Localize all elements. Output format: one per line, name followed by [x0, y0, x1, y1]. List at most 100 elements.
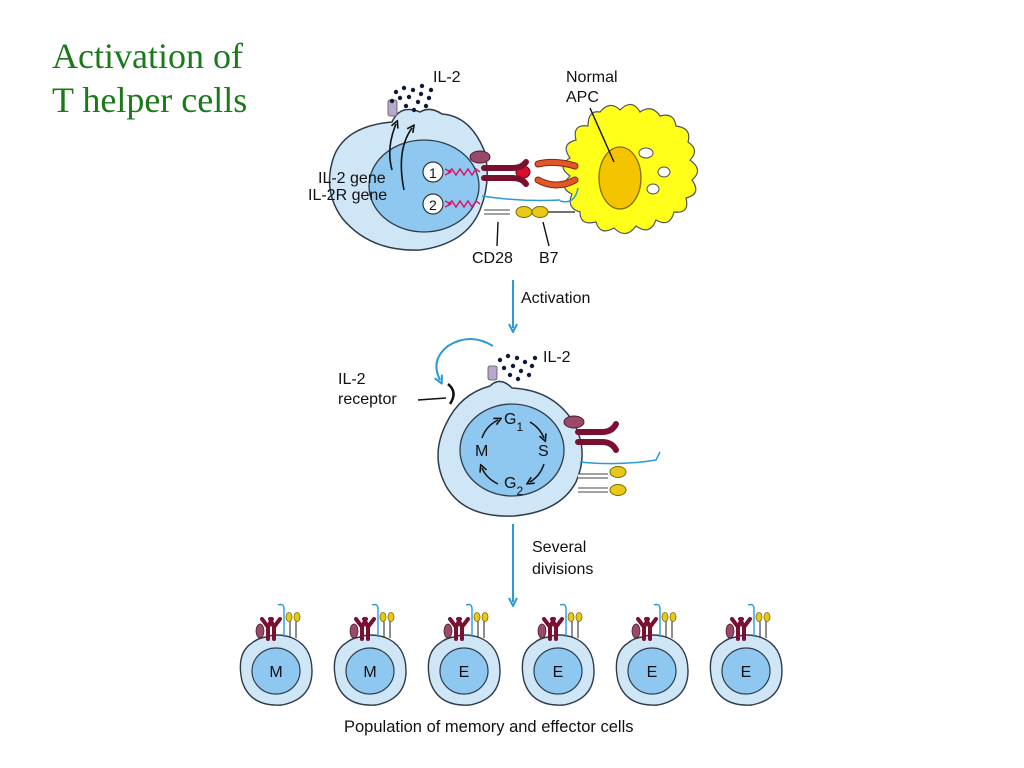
progeny-tcr: [260, 617, 282, 641]
progeny-cd4: [537, 623, 547, 639]
tcr-molecule-middle: [575, 421, 619, 453]
il2-receptor: [447, 383, 455, 405]
cycle-arrow-g2-m: [482, 468, 499, 485]
b7-molecule: [515, 206, 575, 218]
progeny-cell-label: M: [363, 664, 376, 681]
apc-vesicles: [638, 147, 671, 195]
several-divisions-label-line-2: divisions: [532, 561, 593, 578]
progeny-cell-label: M: [269, 664, 282, 681]
apc-nucleus: [598, 146, 642, 210]
effector-cell: E: [427, 603, 501, 706]
progeny-cell-nucleus: [439, 647, 489, 695]
progeny-tcr: [448, 617, 470, 641]
cycle-arrow-m-g1: [481, 420, 498, 439]
il2-secreted-middle: [497, 353, 538, 382]
progeny-cd4: [725, 623, 735, 639]
cd28-label: CD28: [472, 250, 513, 267]
cycle-g1-label: G1: [504, 411, 523, 434]
progeny-tcr: [542, 617, 564, 641]
membrane-link-top: [481, 195, 561, 202]
progeny-cell-nucleus: [345, 647, 395, 695]
progeny-b7: [387, 612, 395, 622]
progeny-b7: [379, 612, 387, 622]
il2-label-middle: IL-2: [543, 349, 571, 366]
progeny-cell-nucleus: [533, 647, 583, 695]
activation-label: Activation: [521, 290, 590, 307]
progeny-membrane-curl: [465, 603, 473, 637]
membrane-link-middle: [579, 451, 661, 465]
apc-membrane-curl: [559, 187, 579, 203]
progeny-b7: [481, 612, 489, 622]
gene-arrow-1: [388, 124, 396, 171]
progeny-cell-label: E: [553, 664, 564, 681]
il2-autocrine-arrow: [436, 338, 494, 380]
progeny-cell-label: E: [459, 664, 470, 681]
progeny-membrane-curl: [653, 603, 661, 637]
t-cell-top-nucleus: [368, 139, 480, 233]
cd4-molecule-middle: [563, 415, 585, 429]
cd28-molecule-middle: [578, 466, 627, 479]
progeny-cd4: [443, 623, 453, 639]
progeny-b7: [575, 612, 583, 622]
effector-cell: E: [615, 603, 689, 706]
progeny-tcr: [354, 617, 376, 641]
progeny-cell-nucleus: [251, 647, 301, 695]
progeny-cell-nucleus: [627, 647, 677, 695]
progeny-membrane-curl: [747, 603, 755, 637]
progeny-tcr: [730, 617, 752, 641]
progeny-membrane-curl: [559, 603, 567, 637]
slide-title-line-1: Activation of: [52, 36, 243, 76]
signal-2-marker: 2: [422, 193, 444, 215]
il2-secreted-top: [389, 83, 434, 113]
progeny-b7: [755, 612, 763, 622]
apc-label-line-2: APC: [566, 89, 599, 106]
slide-title: Activation of T helper cells: [52, 34, 312, 122]
progeny-b7: [293, 612, 301, 622]
progeny-b7: [567, 612, 575, 622]
il2-receptor-label-line-2: receptor: [338, 391, 397, 408]
cycle-s-label: S: [538, 443, 549, 460]
cd28-molecule-middle-2: [578, 484, 627, 496]
progeny-cd4: [631, 623, 641, 639]
il2-gene-label: IL-2 gene: [318, 170, 386, 187]
il2-label-top: IL-2: [433, 69, 461, 86]
progeny-b7: [473, 612, 481, 622]
effector-cell: E: [709, 603, 783, 706]
progeny-cell-label: E: [741, 664, 752, 681]
mhc-molecule: [534, 158, 579, 189]
progeny-membrane-curl: [371, 603, 379, 637]
signal-wave-1: [448, 169, 481, 177]
population-caption: Population of memory and effector cells: [344, 718, 634, 736]
il2-receptor-leader: [417, 397, 447, 401]
b7-leader: [542, 221, 550, 247]
progeny-membrane-curl: [277, 603, 285, 637]
cycle-arrow-g1-s: [529, 421, 544, 438]
memory-cell: M: [239, 603, 313, 706]
slide-title-line-2: T helper cells: [52, 80, 248, 120]
progeny-b7: [285, 612, 293, 622]
cd4-molecule: [469, 150, 491, 164]
tcr-molecule: [481, 159, 529, 187]
progeny-tcr: [636, 617, 658, 641]
apc-leader: [589, 107, 615, 163]
cycle-g2-label: G2: [504, 475, 523, 498]
gene-arrow-2: [400, 128, 412, 191]
cycle-m-label: M: [475, 443, 488, 460]
progeny-cell-label: E: [647, 664, 658, 681]
b7-label: B7: [539, 250, 559, 267]
il2-receptor-label-line-1: IL-2: [338, 371, 366, 388]
effector-cell: E: [521, 603, 595, 706]
progeny-cd4: [349, 623, 359, 639]
memory-cell: M: [333, 603, 407, 706]
signal-1-label: 1: [429, 165, 437, 181]
cd28-leader: [496, 221, 499, 247]
progeny-b7: [669, 612, 677, 622]
progeny-cell-nucleus: [721, 647, 771, 695]
progeny-cd4: [255, 623, 265, 639]
t-cell-middle-nucleus: [459, 403, 565, 497]
il2r-gene-label: IL-2R gene: [308, 187, 387, 204]
progeny-b7: [763, 612, 771, 622]
cycle-arrow-s-g2: [530, 463, 545, 482]
